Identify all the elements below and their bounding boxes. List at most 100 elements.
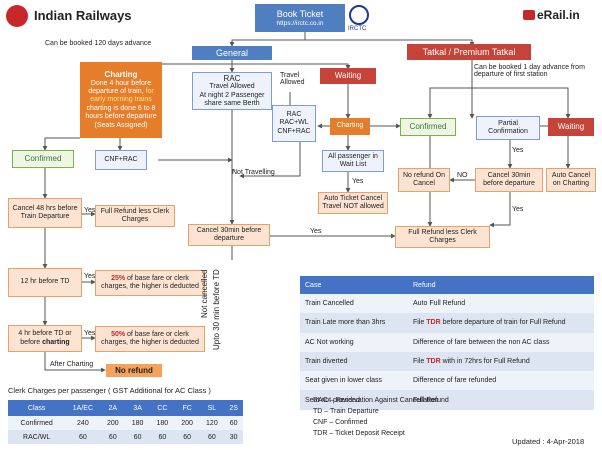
cancel30-general-box: Cancel 30min before departure [188,224,270,246]
refund-case-cell: AC Not working [300,332,408,352]
not-travelling-label: Not Travelling [232,169,275,176]
yes-label: Yes [512,147,524,154]
auto-cancel-charting-box: Auto Cancel on Charting [546,168,596,192]
legend: RAC – Reservation Against Cancellation T… [313,395,438,439]
clerk-cell: 60 [199,430,225,444]
brand-right-title: eRail.in [537,8,580,22]
legend-item: RAC – Reservation Against Cancellation [313,397,439,404]
partial-confirmation-box: Partial Confirmation [476,116,540,140]
charting-text: Done 4 hour before departure of train, f… [85,79,157,129]
clerk-header-cell: CC [149,400,175,416]
clerk-cell: Confirmed [8,416,66,430]
charting-title: Charting [104,70,138,80]
refund-value-cell: File TDR before departure of train for F… [408,313,594,333]
clerk-cell: 180 [125,416,150,430]
tatkal-cancel30-box: Cancel 30min before departure [475,168,543,192]
tatkal-confirmed-box: Confirmed [400,118,456,136]
tatkal-advance-note: Can be booked 1 day advance from departu… [474,64,585,78]
yes-label: Yes [352,178,364,185]
clerk-cell: 60 [149,430,175,444]
charting2-box: Charting [330,118,370,135]
t12-box: 12 hr before TD [8,268,82,297]
yes-label: Yes [310,228,322,235]
clerk-header-cell: FC [174,400,200,416]
general-advance-note: Can be booked 120 days advance [45,40,152,47]
rac-title: RAC [223,73,241,83]
rac-list-item: CNF+RAC [277,127,311,135]
clerk-cell: 180 [149,416,175,430]
refund-value-cell: File TDR with in 72hrs for Full Refund [408,351,594,372]
rac-line1: Travel Allowed [209,83,255,91]
clerk-header-cell: SL [199,400,225,416]
clerk-header-cell: 3A [125,400,150,416]
rac-list-item: RAC+WL [279,119,309,127]
not-cancelled-label: Not cancelled [200,269,209,318]
tatkal-full-refund-box: Full Refund less Clerk Charges [395,226,490,248]
brand-left-title: Indian Railways [34,8,132,23]
book-ticket-url: https://irctc.co.in [276,19,324,27]
charting-box: Charting Done 4 hour before departure of… [80,62,162,138]
clerk-cell: 60 [224,416,243,430]
refund-case-cell: Train Late more than 3hrs [300,313,408,333]
refund-value-cell: Full Refund [408,390,594,410]
clerk-header-cell: 2S [224,400,243,416]
rac-line2: At night 2 Passenger share same Berth [199,91,265,107]
clerk-cell: 60 [100,430,126,444]
refund-col-case: Case [300,276,408,294]
general-box: General [192,46,272,60]
pct25-box: 25% of base fare or clerk charges, the h… [95,270,205,296]
yes-label: Yes [84,207,96,214]
clerk-header-cell: 1A/EC [65,400,101,416]
clerk-cell: 200 [174,416,200,430]
cnf-rac-box: CNF+RAC [95,150,147,170]
general-waiting-box: Waiting [320,68,376,84]
refund-value-cell: Difference of fare between the non AC cl… [408,332,594,352]
no-refund-box: No refund [106,364,162,377]
rac-list-box: RAC RAC+WL CNF+RAC [272,105,316,142]
legend-item: CNF – Confirmed [313,419,368,426]
upto30-label: Upto 30 min before TD [212,269,221,350]
clerk-header-cell: 2A [100,400,126,416]
yes-label: Yes [84,273,96,280]
full-refund-less-box: Full Refund less Clerk Charges [95,205,175,227]
clerk-cell: 200 [100,416,126,430]
tatkal-waiting-box: Waiting [548,118,594,136]
auto-cancel-box: Auto Ticket Cancel Travel NOT allowed [318,192,388,214]
yes-label: Yes [84,330,96,337]
clerk-cell: RAC/WL [8,430,66,444]
clerk-cell: 240 [65,416,101,430]
all-wait-list-box: All passenger in Wait List [322,150,384,172]
refund-value-cell: Auto Full Refund [408,294,594,314]
train-icon [523,10,535,20]
pct50-value: 50% [111,330,126,338]
refund-col-refund: Refund [408,276,594,294]
refund-case-cell: Train Cancelled [300,294,408,314]
refund-case-cell: Seat given in lower class [300,371,408,391]
pct50-box: 50% of base fare or clerk charges, the h… [95,326,205,352]
clerk-cell: 30 [224,430,243,444]
refund-value-cell: Difference of fare refunded [408,371,594,391]
after-charting-label: After Charting [50,361,94,368]
irctc-label: IRCTC [348,26,367,32]
clerk-cell: 60 [65,430,101,444]
irctc-logo [349,5,369,25]
clerk-header-cell: Class [8,400,66,416]
rac-list-item: RAC [286,110,302,118]
t4-box: 4 hr before TD or before charting [8,325,82,352]
book-ticket-title: Book Ticket [276,8,324,19]
book-ticket-box: Book Ticket https://irctc.co.in [255,4,345,32]
indian-railways-logo [6,5,28,27]
yes-label: Yes [512,206,524,213]
updated-label: Updated : 4-Apr-2018 [512,437,585,446]
legend-item: TDR – Ticket Deposit Receipt [313,430,405,437]
clerk-cell: 60 [125,430,150,444]
cancel48-box: Cancel 48 hrs before Train Departure [8,198,82,228]
